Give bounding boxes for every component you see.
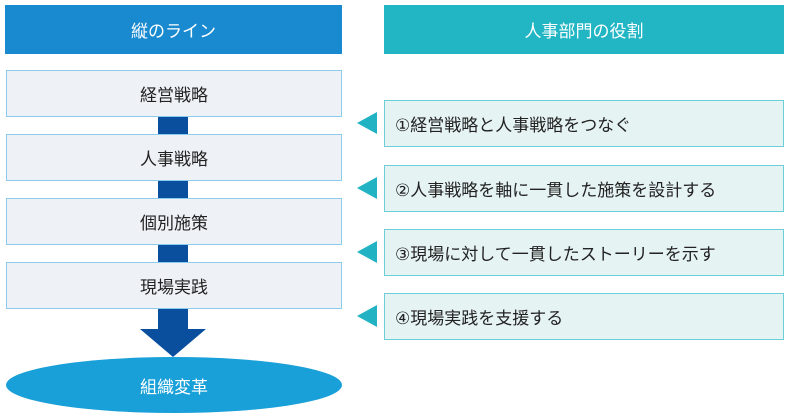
- organizational-change-ellipse: 組織変革: [6, 357, 342, 413]
- left-triangle-icon: [357, 241, 377, 263]
- connector: [158, 117, 188, 134]
- down-arrow-icon: [140, 309, 206, 357]
- left-triangle-icon: [357, 177, 377, 199]
- left-triangle-icon: [357, 112, 377, 134]
- connector: [158, 245, 188, 262]
- step-field-practice: 現場実践: [6, 262, 342, 309]
- left-triangle-icon: [357, 305, 377, 327]
- step-management-strategy: 経営戦略: [6, 70, 342, 117]
- role-4: ④現場実践を支援する: [384, 293, 784, 340]
- hr-role-header: 人事部門の役割: [384, 5, 784, 54]
- step-hr-strategy: 人事戦略: [6, 134, 342, 181]
- role-2: ②人事戦略を軸に一貫した施策を設計する: [384, 165, 784, 212]
- role-3: ③現場に対して一貫したストーリーを示す: [384, 229, 784, 276]
- connector: [158, 181, 188, 198]
- step-individual-measures: 個別施策: [6, 198, 342, 245]
- vertical-line-header: 縦のライン: [5, 5, 342, 54]
- role-1: ①経営戦略と人事戦略をつなぐ: [384, 100, 784, 147]
